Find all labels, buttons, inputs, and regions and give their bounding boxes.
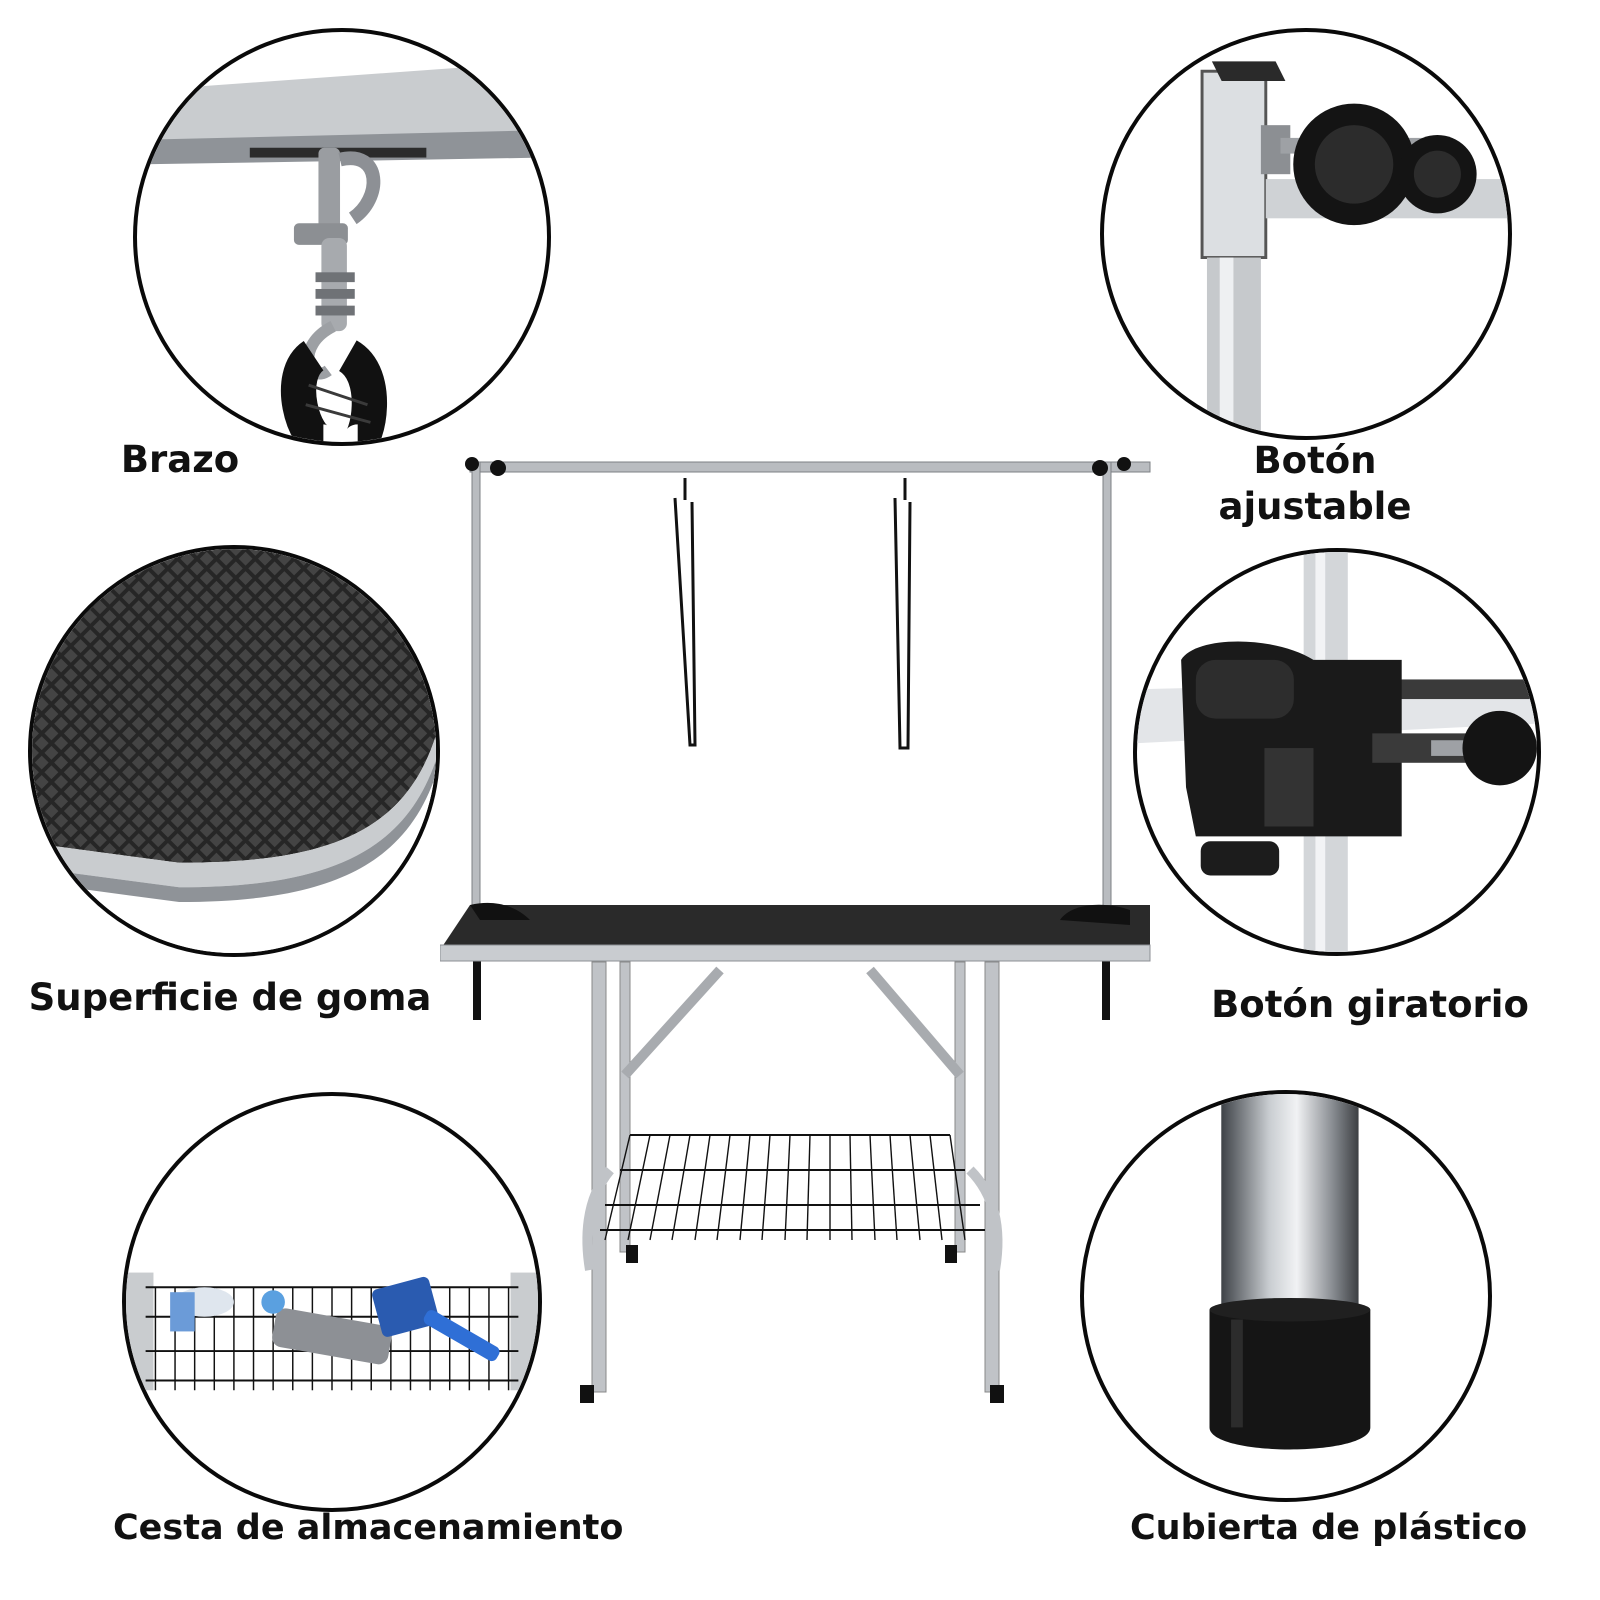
rotating-knob-detail-circle xyxy=(1133,548,1541,956)
rotating-knob-label: Botón giratorio xyxy=(1211,983,1529,1026)
knob-icon xyxy=(1200,61,1508,436)
plastic-cover-label: Cubierta de plástico xyxy=(1130,1508,1528,1548)
adjustable-knob-detail-circle xyxy=(1100,28,1512,440)
clamp-knob-icon xyxy=(1137,552,1537,952)
adjustable-knob-label-line1: Botón xyxy=(1253,439,1377,482)
leg-cap-icon xyxy=(1209,1094,1371,1450)
plastic-cover-detail-circle xyxy=(1080,1090,1492,1502)
arm-label: Brazo xyxy=(120,438,240,481)
adjustable-knob-label-line2: ajustable xyxy=(1218,485,1412,528)
rubber-texture-icon xyxy=(32,549,436,953)
grooming-table-icon xyxy=(440,457,1151,1403)
arm-hook-detail-circle xyxy=(133,28,551,446)
grooming-table-illustration xyxy=(440,450,1180,1430)
storage-basket-label: Cesta de almacenamiento xyxy=(113,1508,624,1548)
rubber-surface-detail-circle xyxy=(28,545,440,957)
hook-icon xyxy=(137,61,547,442)
rubber-surface-label: Superficie de goma xyxy=(28,976,432,1019)
